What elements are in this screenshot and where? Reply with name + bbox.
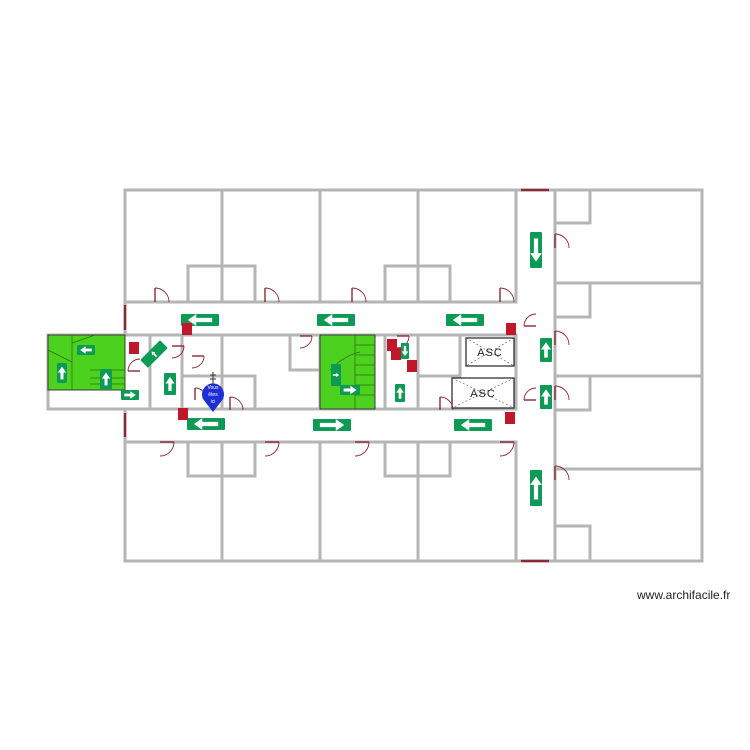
evacuation-arrow-icon [313,419,351,431]
bottom-rooms-walls [123,440,518,563]
evacuation-arrow-icon [340,385,360,395]
evacuation-arrow-icon [57,363,67,383]
door [354,441,370,457]
evacuation-arrow-icon [540,385,552,409]
you-are-here-line3: ici [211,399,216,405]
evacuation-arrow-icon [446,314,484,326]
evacuation-arrow-icon [454,419,492,431]
lift-2-label: ASC [470,388,496,400]
right-wing-walls [553,188,704,563]
evacuation-arrow-icon [121,390,139,400]
evacuation-arrow-icon [530,470,542,506]
evacuation-arrow-icon [401,343,409,359]
evacuation-arrow-icon [317,314,355,326]
fire-extinguishers [129,323,516,424]
door [554,330,570,346]
door [127,358,141,372]
you-are-here-line1: Vous [207,385,219,391]
fire-extinguisher-icon [178,408,188,420]
door [499,287,515,303]
door [523,387,537,401]
lift-2: ASC [451,377,515,409]
fire-extinguisher-icon [391,348,401,360]
door [154,287,170,303]
fire-extinguisher-icon [129,342,139,354]
door [554,385,570,401]
central-staircase [319,334,376,410]
door [299,335,313,349]
fire-extinguisher-icon [505,412,515,424]
evacuation-arrow-icon [100,369,112,389]
evacuation-arrow-icon [140,340,168,368]
you-are-here-line2: êtes [208,392,218,398]
evacuation-arrow-icon [530,232,542,268]
door [499,441,515,457]
lift-1: ASC [465,337,515,367]
watermark-text: www.archifacile.fr [637,588,731,602]
door [229,396,244,411]
fire-extinguisher-icon [182,323,192,335]
door [171,345,185,359]
fire-extinguisher-icon [387,339,397,351]
exit-signs [57,232,552,506]
lift-1-label: ASC [477,347,503,359]
evacuation-arrow-icon [164,373,176,395]
evacuation-arrow-icon [331,364,341,386]
door [191,355,205,369]
fire-extinguisher-icon [407,360,417,372]
doors [123,188,570,563]
top-rooms-walls [123,188,518,304]
door [264,287,280,303]
door [351,287,367,303]
you-are-here-pin-icon: Vous êtes ici [201,372,224,412]
evacuation-arrow-icon [77,345,95,355]
door [159,441,175,457]
evacuation-arrow-icon [540,338,552,362]
door [523,313,537,327]
fire-extinguisher-icon [506,323,516,335]
evacuation-arrow-icon [395,384,405,402]
door [554,465,570,481]
door [264,441,280,457]
door [439,396,454,411]
door [554,233,570,249]
evacuation-arrow-icon [187,418,225,430]
